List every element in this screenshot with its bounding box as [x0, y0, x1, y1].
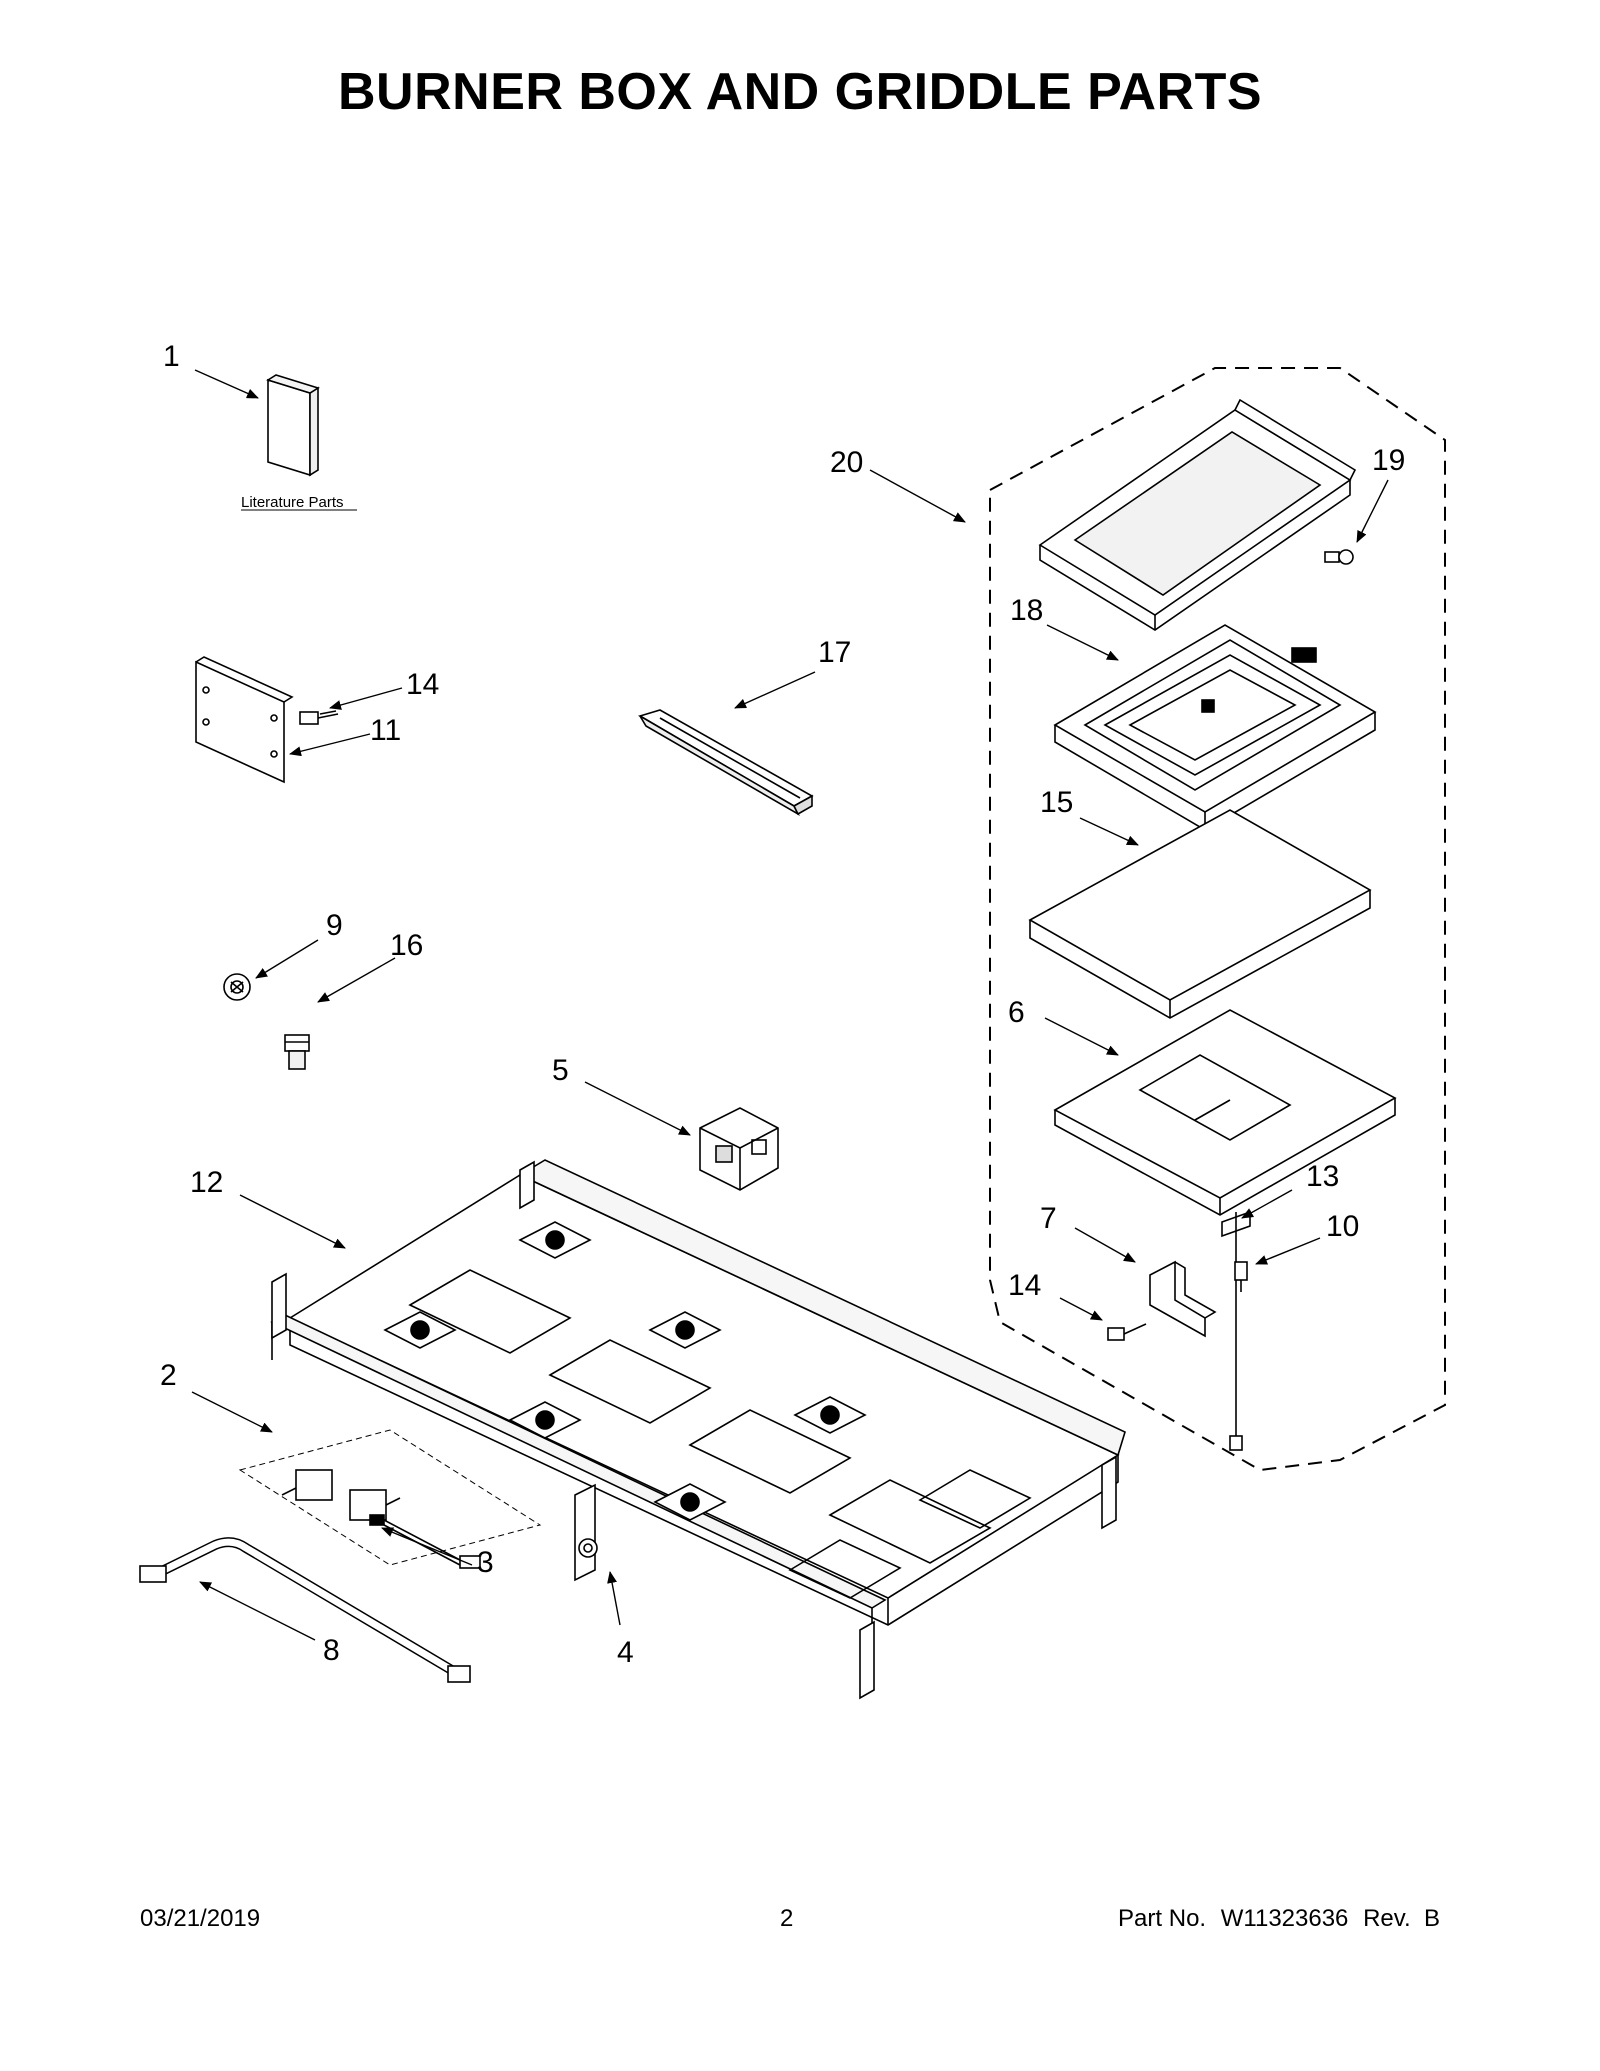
part-griddle-bracket [1149, 1260, 1217, 1338]
part-no-label: Part No. [1118, 1905, 1207, 1932]
callout-13: 13 [1306, 1160, 1339, 1193]
callout-17: 17 [818, 636, 851, 669]
callout-20: 20 [830, 446, 863, 479]
callout-16: 16 [390, 929, 423, 962]
callout-2: 2 [160, 1359, 177, 1392]
part-heating-element [1053, 624, 1377, 831]
callout-18: 18 [1010, 594, 1043, 627]
part-literature-book [266, 374, 320, 477]
callout-12: 12 [190, 1166, 223, 1199]
part-orifice [284, 1034, 310, 1070]
callout-4: 4 [617, 1636, 634, 1669]
part-valve-bracket [574, 1483, 598, 1582]
footer-part-number: Part No. W11323636 Rev. B [1110, 1905, 1440, 1933]
callout-9: 9 [326, 909, 343, 942]
callout-14-upper: 14 [406, 668, 439, 701]
callout-1: 1 [163, 340, 180, 373]
part-spark-module [699, 1107, 779, 1191]
part-insulation-pad [1028, 809, 1372, 1019]
part-wire-harness [369, 1514, 481, 1569]
part-screw-griddle [1324, 549, 1354, 565]
callout-10: 10 [1326, 1210, 1359, 1243]
part-no-value: W11323636 [1220, 1905, 1349, 1932]
part-valve-assembly [281, 1469, 401, 1521]
footer-page-number: 2 [780, 1905, 794, 1932]
callout-labels: 1 2 3 4 5 6 7 8 9 10 11 12 13 14 14 15 1… [160, 340, 1405, 1669]
leader-arrows [191, 369, 1389, 1641]
footer-date: 03/21/2019 [140, 1905, 261, 1932]
callout-3: 3 [477, 1546, 494, 1579]
callout-15: 15 [1040, 786, 1073, 819]
literature-parts-label: Literature Parts [241, 494, 344, 511]
revision-label: Rev. B [1363, 1905, 1440, 1932]
callout-19: 19 [1372, 444, 1405, 477]
part-screw-upper [299, 710, 339, 725]
callout-11: 11 [370, 714, 401, 747]
part-griddle-pan [1053, 1009, 1397, 1216]
part-griddle [1038, 398, 1357, 631]
part-sensor [1221, 1210, 1251, 1451]
part-bracket-plate [195, 656, 294, 784]
callout-8: 8 [323, 1634, 340, 1667]
callout-6: 6 [1008, 996, 1025, 1029]
page-title: BURNER BOX AND GRIDDLE PARTS [337, 63, 1263, 121]
part-screw-lower [1107, 1323, 1147, 1341]
part-screw-sensor [1234, 1261, 1248, 1292]
part-burner-box-frame [270, 1159, 1126, 1700]
part-knob [223, 973, 251, 1001]
part-drip-tray [638, 709, 814, 817]
part-manifold-tube [139, 1537, 471, 1683]
callout-5: 5 [552, 1054, 569, 1087]
callout-14-lower: 14 [1008, 1269, 1041, 1302]
callout-7: 7 [1040, 1202, 1057, 1235]
